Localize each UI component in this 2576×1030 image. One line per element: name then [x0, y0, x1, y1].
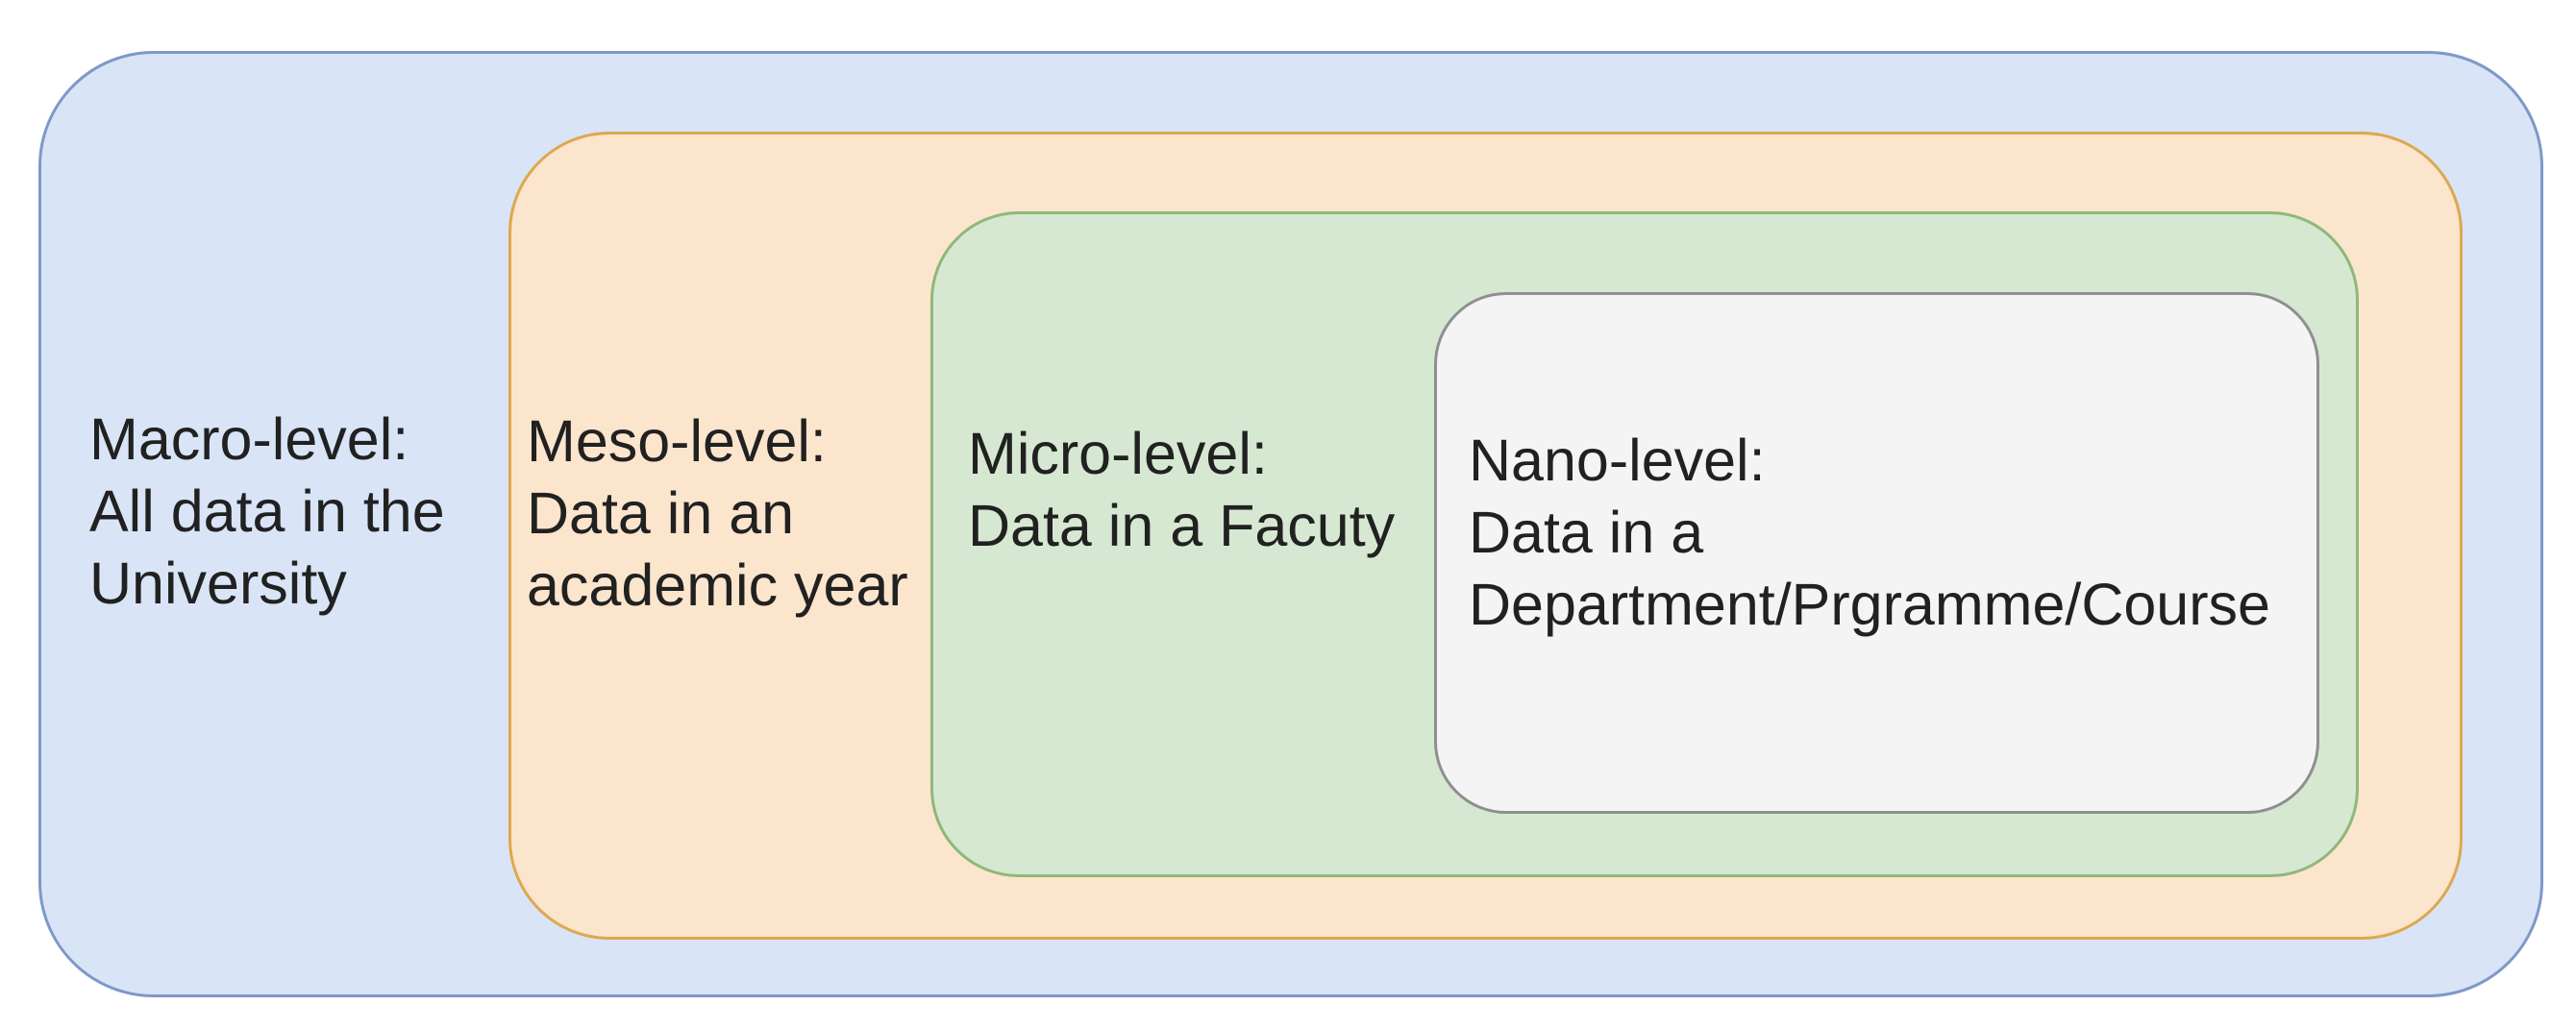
- meso-level-label: Meso-level: Data in an academic year: [527, 408, 908, 618]
- nano-level-label: Nano-level: Data in a Department/Prgramm…: [1469, 428, 2270, 637]
- macro-level-label: Macro-level: All data in the University: [89, 406, 445, 616]
- micro-level-label: Micro-level: Data in a Facuty: [968, 421, 1396, 558]
- nano-level-box: [1434, 292, 2319, 814]
